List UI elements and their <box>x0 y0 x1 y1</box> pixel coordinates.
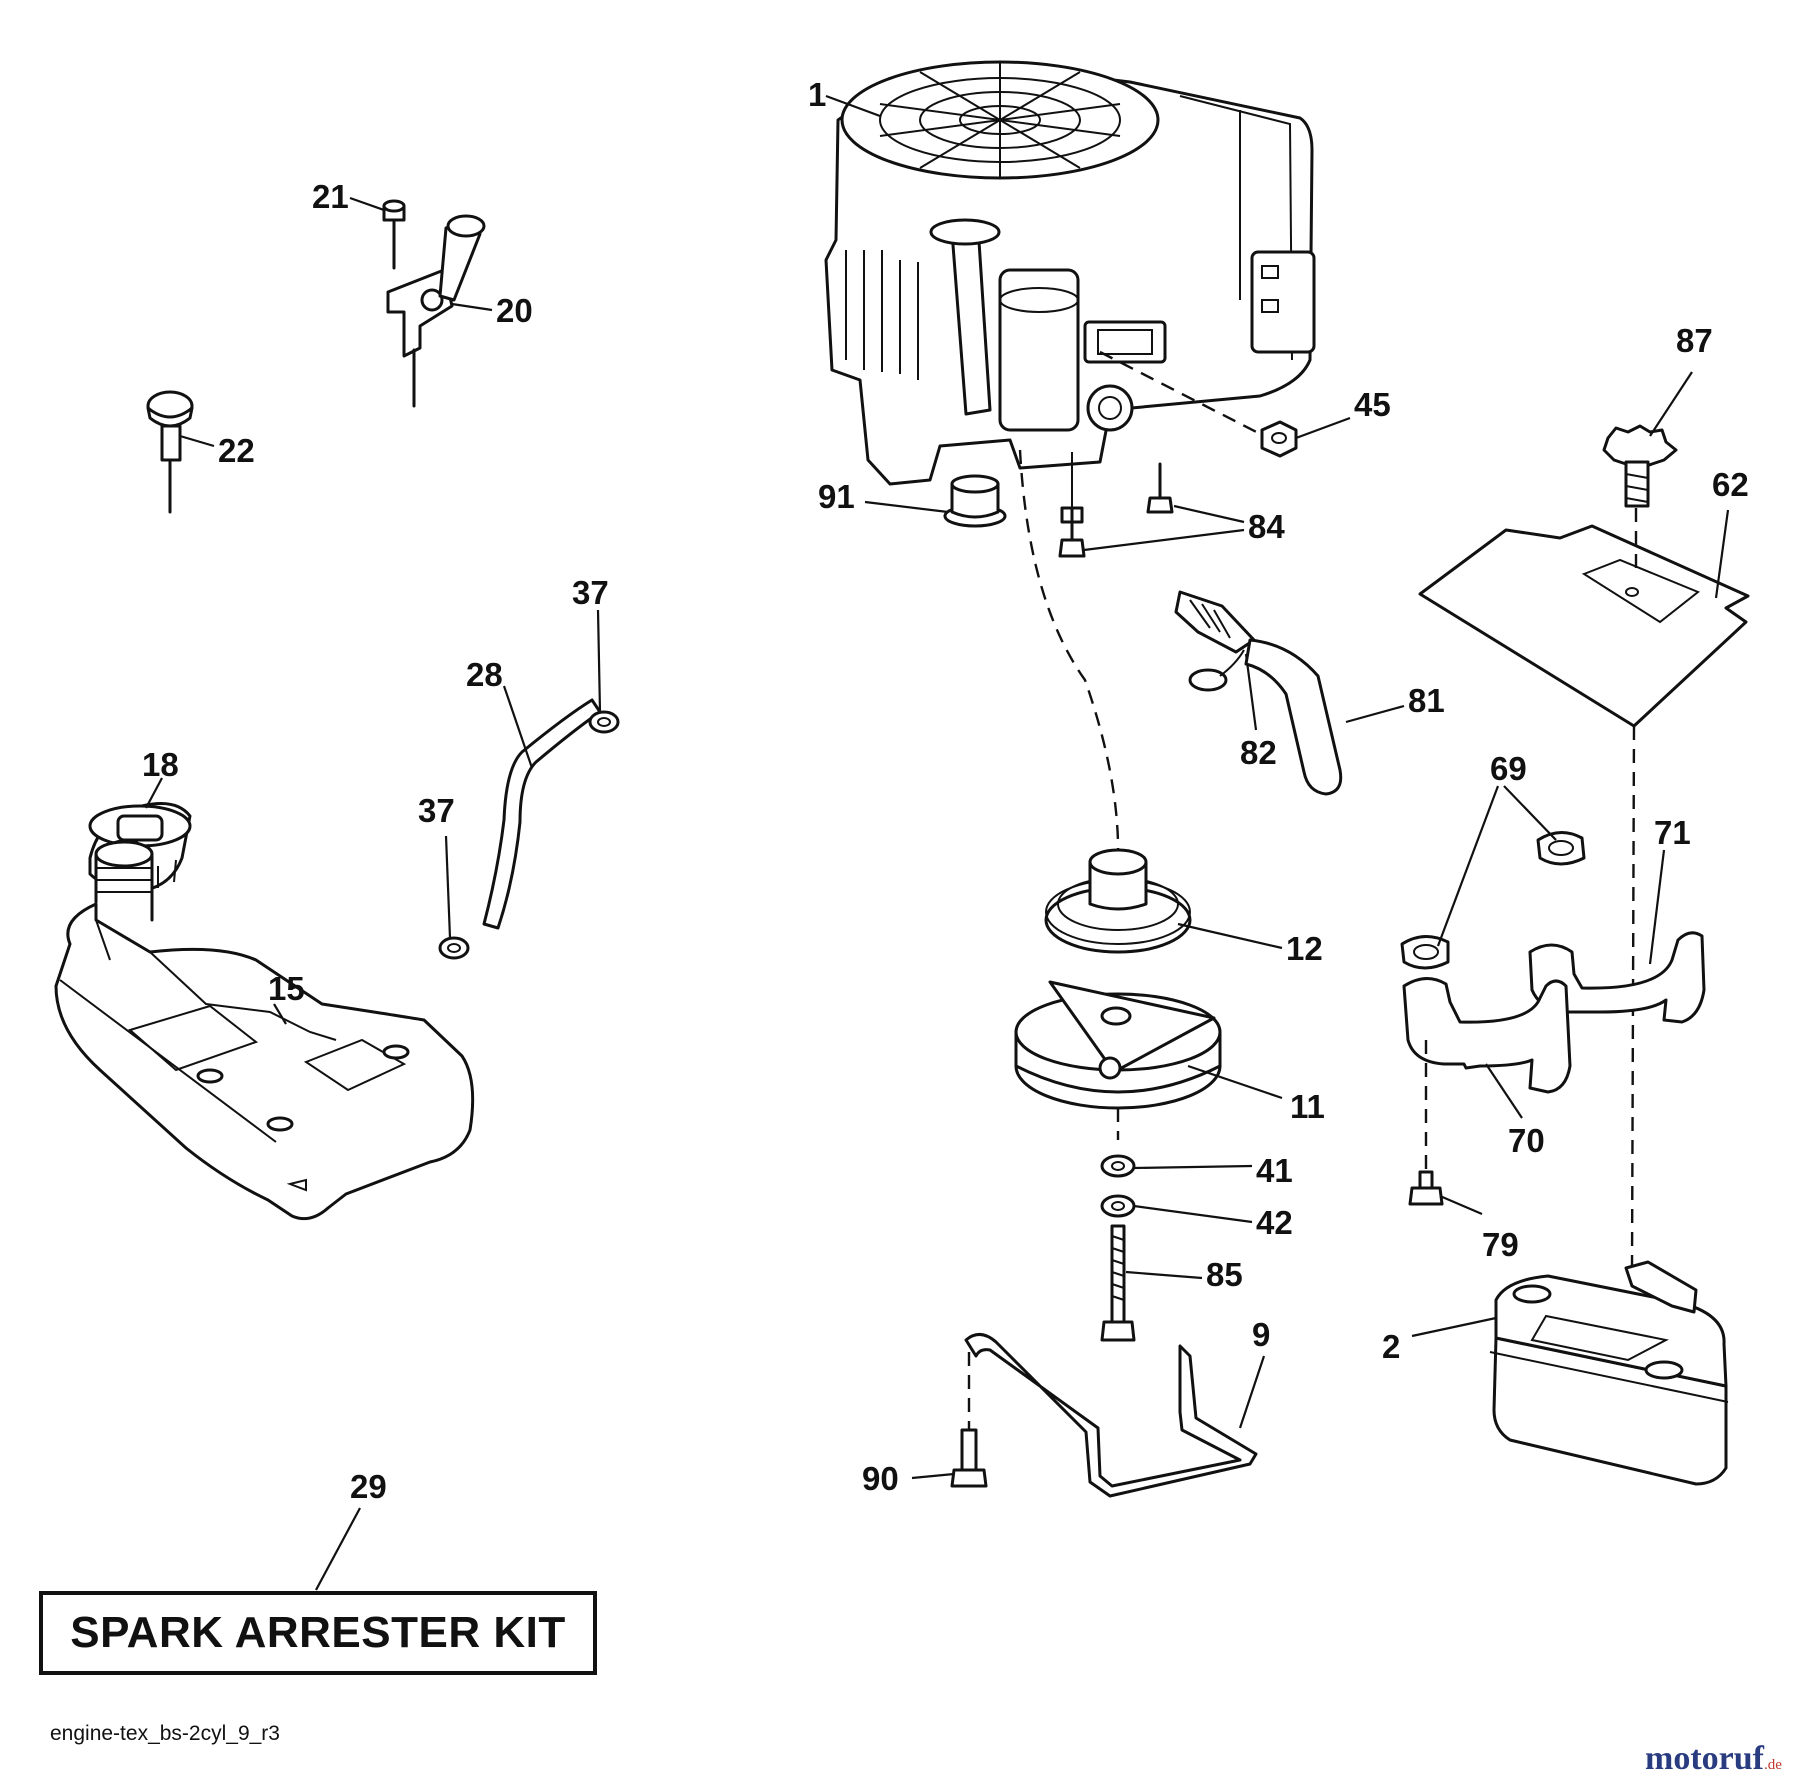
callout-87: 87 <box>1676 322 1713 359</box>
callout-12: 12 <box>1286 930 1323 967</box>
watermark-logo: motoruf.de <box>1645 1740 1782 1778</box>
bracket-rod-9 <box>964 1333 1258 1498</box>
watermark-name: motoruf <box>1645 1740 1764 1777</box>
callout-21: 21 <box>312 178 349 215</box>
nut-45 <box>1260 420 1298 458</box>
clutch-11 <box>1014 980 1222 1110</box>
screw-21 <box>382 199 406 270</box>
callout-15: 15 <box>268 970 305 1007</box>
exhaust-pipe-71 <box>1528 931 1706 1024</box>
callout-20: 20 <box>496 292 533 329</box>
callout-82: 82 <box>1240 734 1277 771</box>
callout-18: 18 <box>142 746 179 783</box>
choke-knob-22 <box>146 390 194 514</box>
washer-42 <box>1100 1194 1136 1218</box>
callout-85: 85 <box>1206 1256 1243 1293</box>
engine <box>824 60 1316 486</box>
callout-29: 29 <box>350 1468 387 1505</box>
bolts-84 <box>1058 452 1174 558</box>
throttle-control-20 <box>386 214 486 408</box>
callout-42: 42 <box>1256 1204 1293 1241</box>
gaskets-69 <box>1400 831 1586 970</box>
spark-arrester-kit-box: SPARK ARRESTER KIT <box>39 1591 597 1675</box>
muffler-2 <box>1489 1260 1729 1486</box>
watermark-tld: .de <box>1763 1757 1782 1773</box>
callout-84: 84 <box>1248 508 1285 545</box>
callout-9: 9 <box>1252 1316 1270 1353</box>
fuel-tank-15 <box>54 839 475 1221</box>
spark-arrester-kit-label: SPARK ARRESTER KIT <box>70 1608 566 1657</box>
callout-37-upper: 37 <box>572 574 609 611</box>
drain-valve-82 <box>1174 590 1256 692</box>
callout-2: 2 <box>1382 1328 1400 1365</box>
fuel-line-28 <box>482 698 602 930</box>
washer-41 <box>1100 1154 1136 1178</box>
heat-shield-62 <box>1418 524 1750 728</box>
bushing-91 <box>943 474 1007 528</box>
callout-45: 45 <box>1354 386 1391 423</box>
callout-28: 28 <box>466 656 503 693</box>
drain-hose-81 <box>1244 638 1343 796</box>
callout-69: 69 <box>1490 750 1527 787</box>
callout-79: 79 <box>1482 1226 1519 1263</box>
callout-91: 91 <box>818 478 855 515</box>
callout-90: 90 <box>862 1460 899 1497</box>
callout-22: 22 <box>218 432 255 469</box>
clamp-37-upper <box>588 710 620 734</box>
bolt-85 <box>1100 1224 1136 1342</box>
bolt-79 <box>1408 1170 1444 1206</box>
knob-87 <box>1602 424 1678 508</box>
bolt-90 <box>950 1428 988 1488</box>
callout-70: 70 <box>1508 1122 1545 1159</box>
callout-41: 41 <box>1256 1152 1293 1189</box>
callout-62: 62 <box>1712 466 1749 503</box>
exhaust-pipe-70 <box>1402 977 1572 1094</box>
diagram-id: engine-tex_bs-2cyl_9_r3 <box>50 1722 280 1745</box>
callout-71: 71 <box>1654 814 1691 851</box>
clamp-37-lower <box>438 936 470 960</box>
pulley-12 <box>1044 848 1192 954</box>
callout-1: 1 <box>808 76 826 113</box>
callout-11: 11 <box>1290 1088 1325 1125</box>
callout-37-lower: 37 <box>418 792 455 829</box>
callout-81: 81 <box>1408 682 1445 719</box>
